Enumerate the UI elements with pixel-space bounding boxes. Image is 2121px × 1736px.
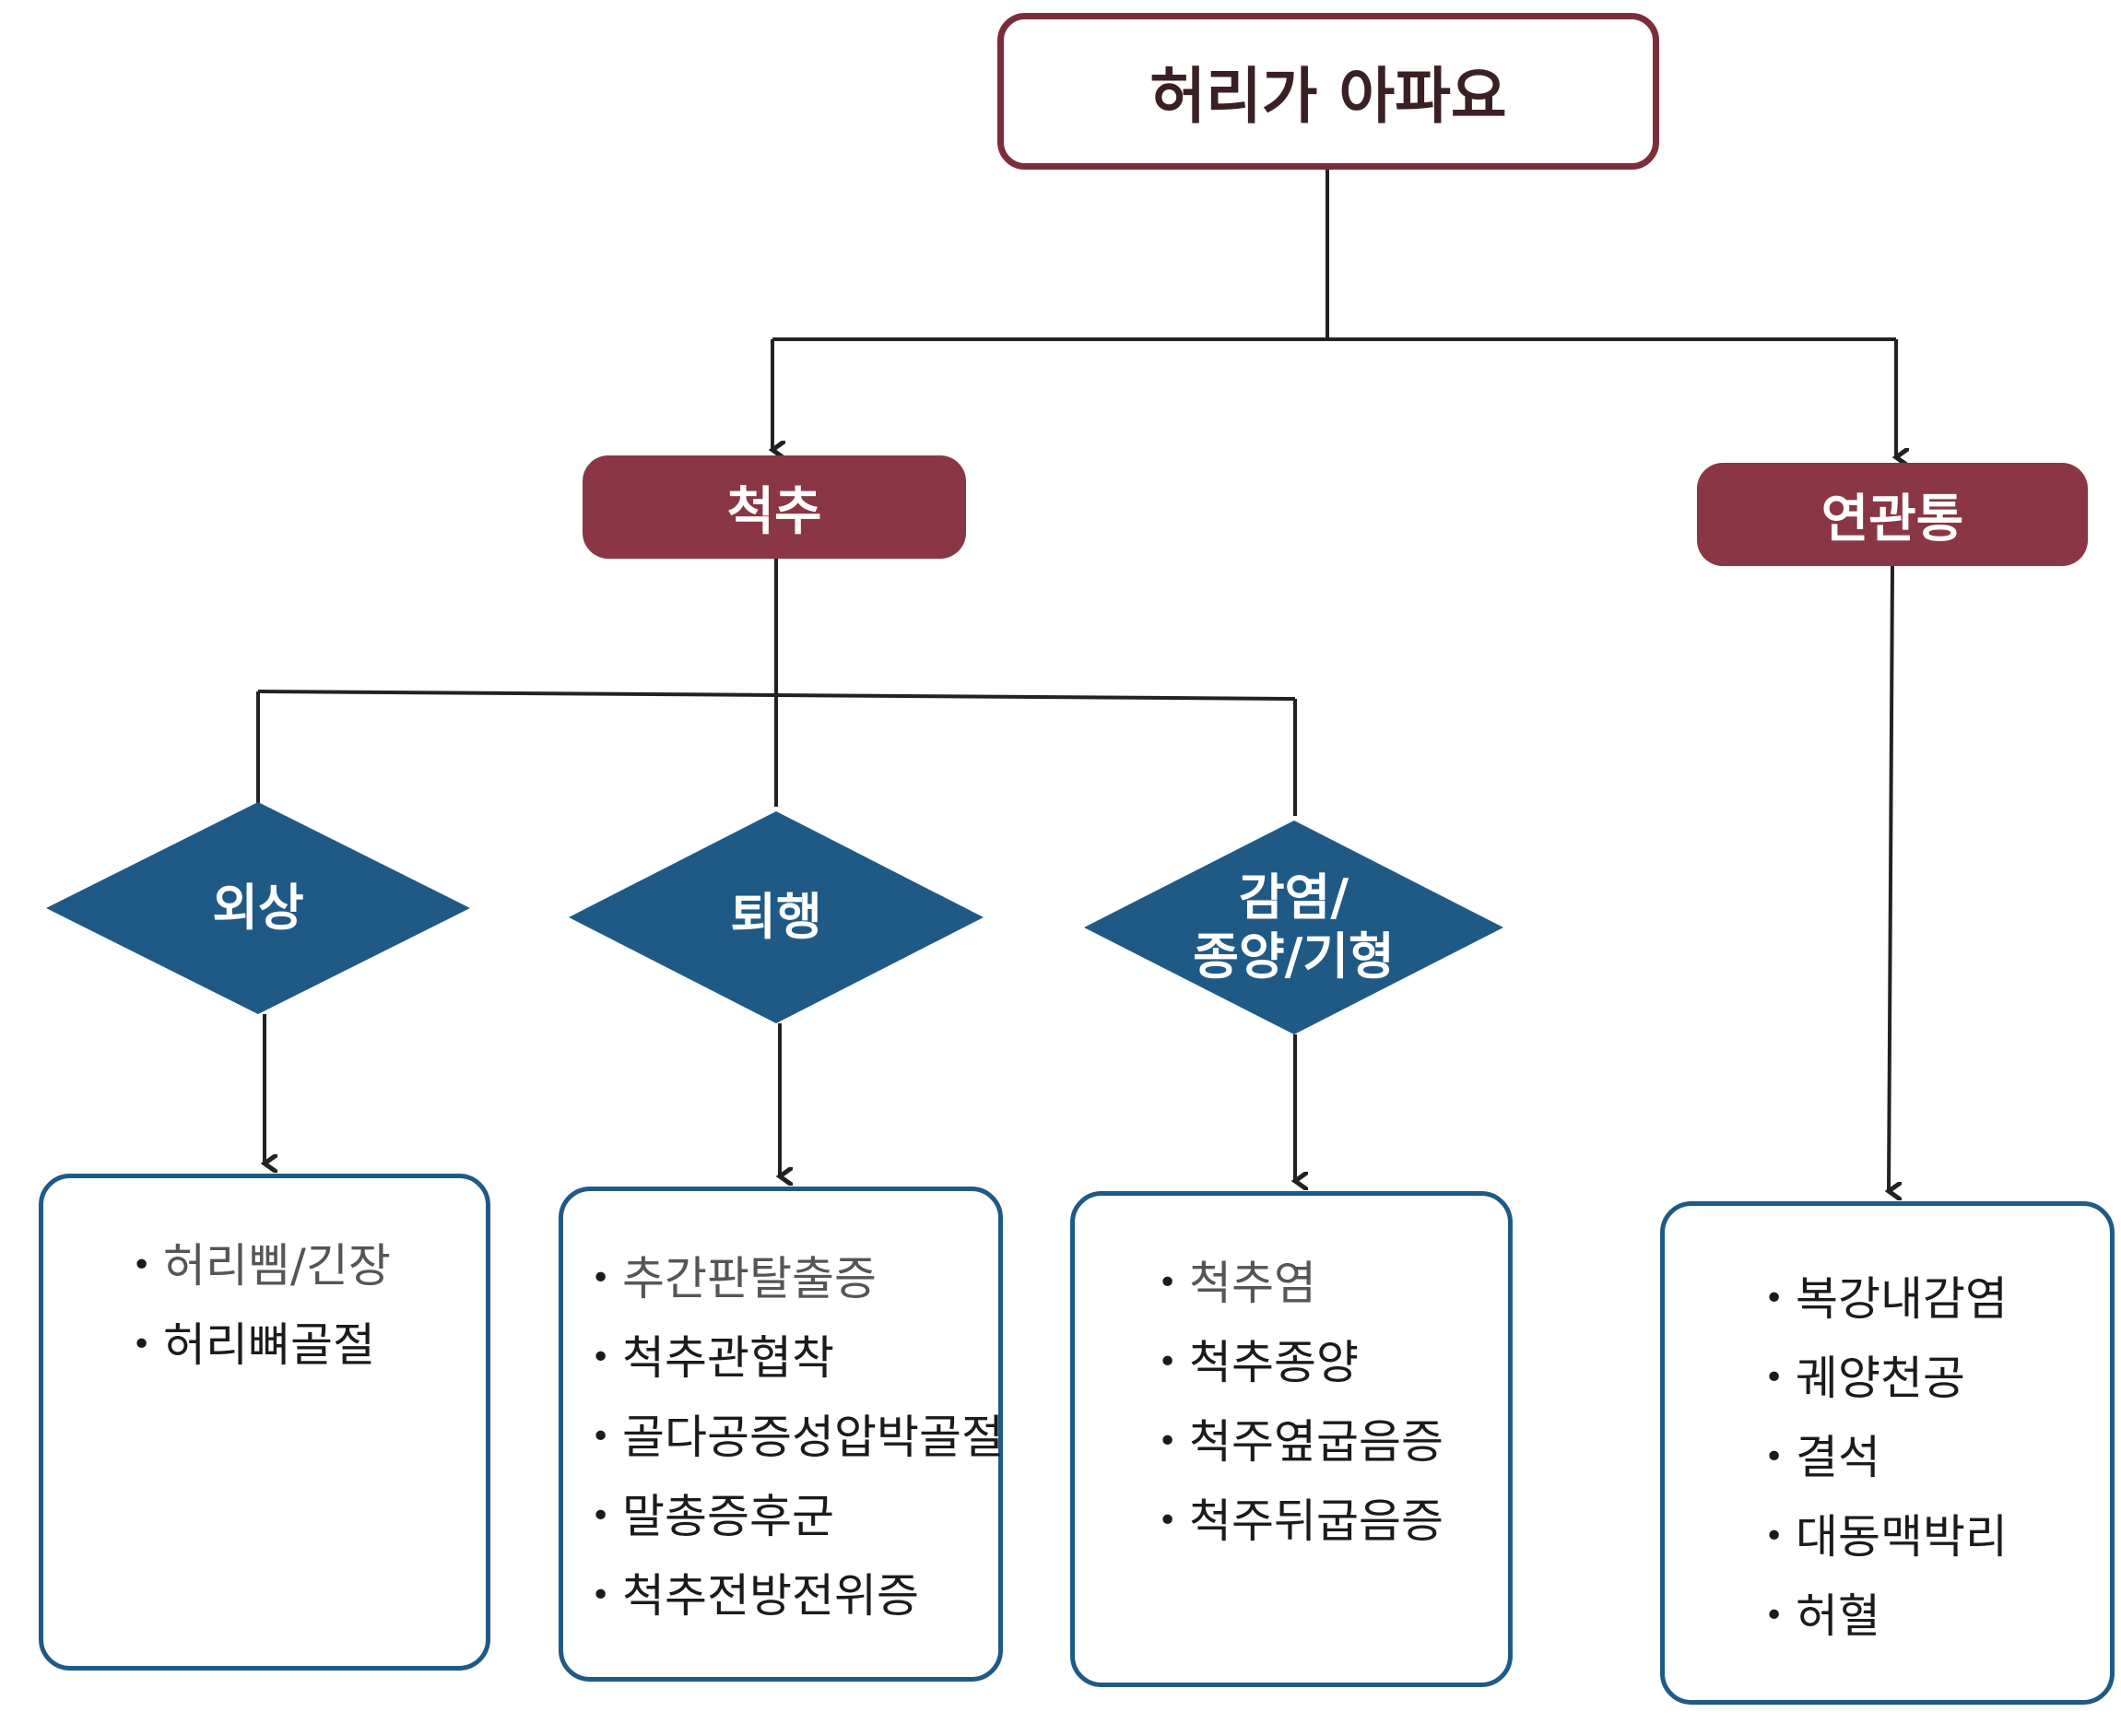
diamond-infection [1084,821,1503,1034]
connector-spine-split [257,690,1296,701]
connector-referred-box [1889,565,1892,1191]
diamond-degenerative-label: 퇴행 [730,888,822,947]
list-box-referred: 복강내감염 궤양천공 결석 대동맥박리 허혈 [1660,1201,2115,1705]
list-referred: 복강내감염 궤양천공 결석 대동맥박리 허혈 [1764,1259,2092,1656]
list-item: 척추종양 [1158,1323,1490,1402]
list-item: 허혈 [1764,1577,2092,1656]
diamond-trauma [46,802,470,1014]
list-item: 척추관협착 [591,1318,980,1398]
root-label: 허리가 아파요 [1149,61,1507,132]
list-item: 허리삠/긴장 [132,1226,467,1305]
list-item: 척추전방전위증 [591,1556,980,1636]
list-degenerative: 추간판탈출증 척추관협착 골다공증성압박골절 말총증후군 척추전방전위증 [591,1239,1004,1636]
diamond-degenerative [569,811,984,1023]
category-spine: 척추 [583,455,966,559]
list-item: 복강내감염 [1764,1259,2092,1339]
category-referred-pain: 연관통 [1697,463,2088,566]
list-box-infection: 척추염 척추종양 척주옆굽음증 척주뒤굽음증 [1070,1191,1513,1687]
list-item: 추간판탈출증 [591,1239,980,1318]
list-item: 척주뒤굽음증 [1158,1482,1490,1561]
list-box-trauma: 허리삠/긴장 허리뼈골절 [39,1174,490,1671]
list-item: 허리뼈골절 [132,1305,467,1385]
list-item: 말총증후군 [591,1477,980,1556]
diamond-infection-line2: 종양/기형 [1193,927,1395,986]
diamond-infection-label: 감염/ 종양/기형 [1084,821,1503,1034]
list-infection: 척추염 척추종양 척주옆굽음증 척주뒤굽음증 [1158,1244,1490,1561]
diamond-trauma-label: 외상 [212,879,304,938]
list-item: 척주옆굽음증 [1158,1402,1490,1482]
category-spine-label: 척추 [726,481,822,542]
list-box-degenerative: 추간판탈출증 척추관협착 골다공증성압박골절 말총증후군 척추전방전위증 [559,1187,1004,1682]
list-trauma: 허리삠/긴장 허리뼈골절 [132,1226,467,1385]
list-item: 대동맥박리 [1764,1497,2092,1577]
category-referred-label: 연관통 [1821,489,1964,549]
root-node: 허리가 아파요 [997,13,1659,170]
list-item: 궤양천공 [1764,1339,2092,1418]
list-item: 골다공증성압박골절 [591,1398,1004,1477]
diamond-infection-line1: 감염/ [1238,868,1349,927]
list-item: 척추염 [1158,1244,1490,1323]
list-item: 결석 [1764,1418,2092,1497]
